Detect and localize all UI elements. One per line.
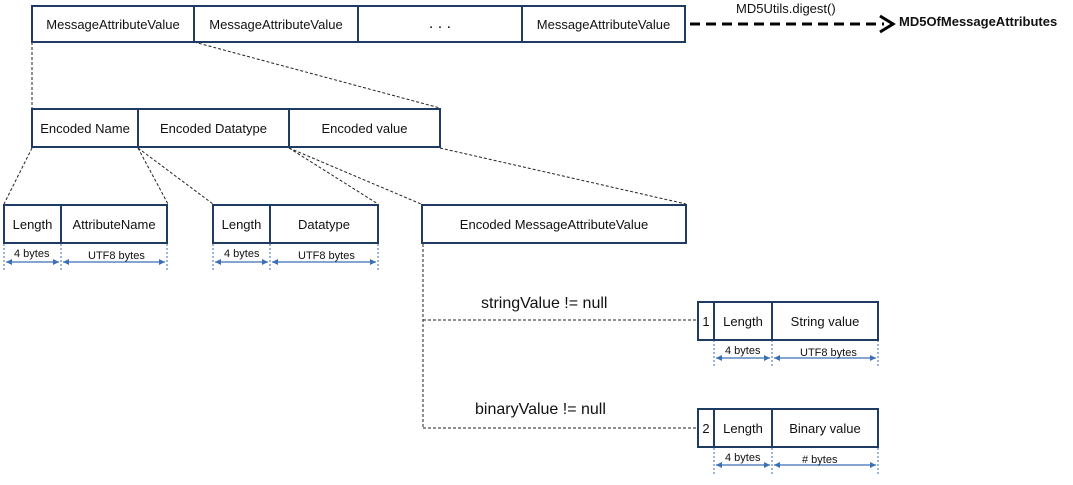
string-length-cell: Length [713, 301, 773, 341]
attribute-name-cell: AttributeName [60, 204, 168, 244]
cell-label: 2 [702, 420, 710, 436]
cell-label: AttributeName [72, 216, 156, 232]
binary-length-size: 4 bytes [725, 452, 761, 464]
cell-label: MessageAttributeValue [46, 16, 180, 32]
message-attribute-value-cell-2: MessageAttributeValue [193, 5, 359, 43]
encoded-value-cell: Encoded value [288, 108, 441, 148]
md5-result-label: MD5OfMessageAttributes [899, 14, 1058, 29]
message-attribute-value-cell-last: MessageAttributeValue [521, 5, 686, 43]
cell-label: Encoded Datatype [160, 120, 267, 136]
binary-value-size: # bytes [802, 454, 838, 466]
name-length-size: 4 bytes [14, 248, 50, 260]
message-attribute-value-cell-1: MessageAttributeValue [31, 5, 195, 43]
string-value-condition: stringValue != null [481, 295, 608, 312]
cell-label: Length [723, 420, 763, 436]
cell-label: String value [790, 313, 860, 329]
cell-label: Encoded MessageAttributeValue [459, 216, 649, 232]
cell-label: Length [12, 216, 53, 232]
string-value-size: UTF8 bytes [800, 347, 857, 359]
cell-label: Length [221, 216, 262, 232]
cell-label: Encoded value [321, 120, 408, 136]
string-length-size: 4 bytes [725, 345, 761, 357]
encoded-datatype-cell: Encoded Datatype [137, 108, 290, 148]
datatype-length-size: 4 bytes [224, 248, 260, 260]
cell-label: Datatype [297, 216, 351, 232]
cell-label: 1 [702, 313, 710, 329]
name-length-cell: Length [3, 204, 62, 244]
digest-arrow [690, 14, 896, 34]
cell-label: . . . [428, 15, 452, 32]
name-value-size: UTF8 bytes [88, 250, 145, 262]
digest-label: MD5Utils.digest() [736, 1, 836, 16]
cell-label: MessageAttributeValue [536, 16, 671, 32]
string-value-cell: String value [771, 301, 879, 341]
binary-value-condition: binaryValue != null [475, 401, 606, 418]
cell-label: MessageAttributeValue [209, 16, 343, 32]
datatype-length-cell: Length [212, 204, 271, 244]
cell-label: Binary value [789, 420, 861, 436]
cell-label: Length [723, 313, 763, 329]
encoded-message-attribute-value-cell: Encoded MessageAttributeValue [421, 204, 687, 244]
datatype-cell: Datatype [269, 204, 379, 244]
ellipsis-cell: . . . [357, 5, 523, 43]
binary-value-cell: Binary value [771, 408, 879, 448]
datatype-value-size: UTF8 bytes [298, 250, 355, 262]
cell-label: Encoded Name [40, 120, 130, 136]
binary-length-cell: Length [713, 408, 773, 448]
encoded-name-cell: Encoded Name [31, 108, 139, 148]
